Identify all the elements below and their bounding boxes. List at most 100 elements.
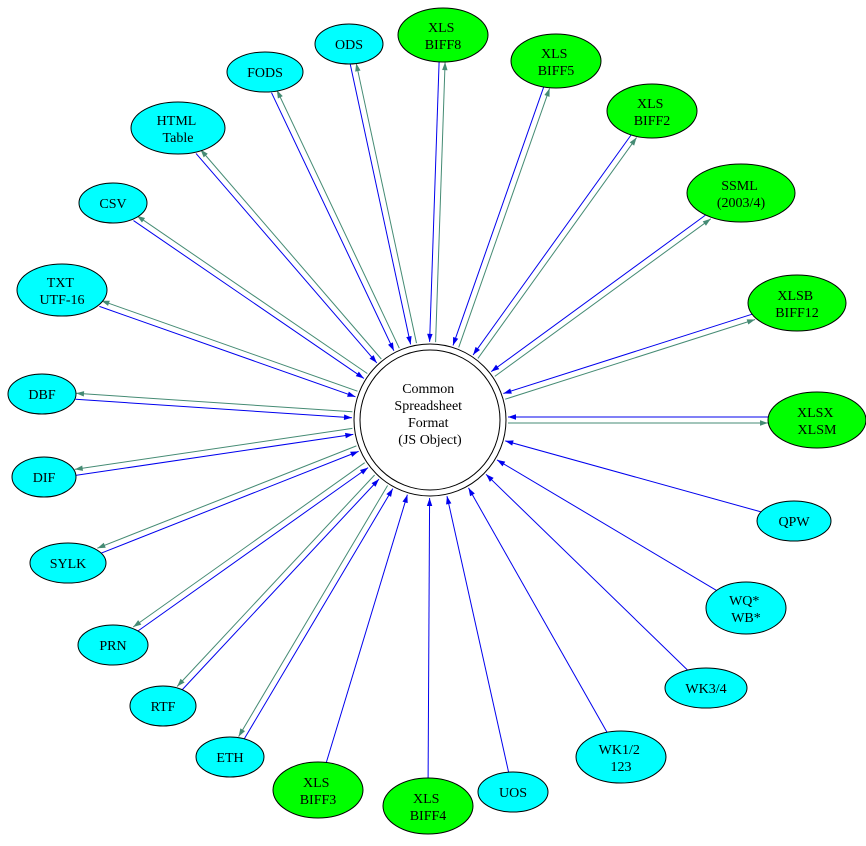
node-uos: UOS (477, 771, 549, 813)
edge-read-eth (243, 488, 394, 740)
edge-write-ssml (494, 218, 712, 377)
node-wq-wb: WQ* WB* (705, 581, 787, 635)
node-shape (747, 274, 847, 332)
node-prn: PRN (77, 624, 149, 666)
node-label: WQ* WB* (729, 594, 763, 626)
node-shape (195, 736, 265, 778)
node-txt-utf16: TXT UTF-16 (16, 263, 108, 317)
node-ssml: SSML (2003/4) (686, 163, 796, 223)
edge-read-ods (349, 64, 412, 345)
edge-write-rtf (176, 474, 375, 687)
node-label: UOS (499, 786, 527, 801)
node-wk34: WK3/4 (664, 667, 748, 709)
node-ods: ODS (314, 23, 384, 65)
node-label: FODS (247, 66, 283, 81)
edge-read-csv (133, 220, 365, 379)
edge-write-dbf (75, 391, 353, 413)
edge-write-txt-utf16 (101, 300, 358, 392)
edge-read-wk34 (485, 473, 688, 671)
node-label: XLSB BIFF12 (775, 289, 819, 321)
edge-write-dif (74, 427, 353, 471)
edge-write-xls-biff8 (435, 62, 448, 343)
node-label: RTF (151, 700, 176, 715)
node-label: XLS BIFF8 (425, 21, 462, 53)
node-label: XLS BIFF3 (300, 776, 337, 808)
node-shape (705, 581, 787, 635)
node-label: ODS (335, 38, 363, 53)
center-node-csf: Common Spreadsheet Format (JS Object) (353, 343, 507, 497)
node-dbf: DBF (7, 373, 77, 415)
edge-read-rtf (181, 478, 380, 691)
node-shape (606, 83, 698, 139)
edge-read-wq-wb (496, 459, 717, 591)
node-label: SYLK (50, 557, 87, 572)
node-xls-biff8: XLS BIFF8 (397, 7, 489, 63)
edge-read-qpw (505, 440, 762, 513)
edge-write-ods (355, 63, 417, 344)
edges-layer (74, 61, 768, 779)
edge-write-xls-biff2 (477, 137, 638, 359)
node-shape (7, 373, 77, 415)
node-shape (686, 163, 796, 223)
center-inner-circle (359, 349, 501, 491)
node-label: XLS BIFF5 (538, 47, 575, 79)
node-xls-biff2: XLS BIFF2 (606, 83, 698, 139)
node-shape (756, 500, 832, 542)
node-shape (382, 777, 474, 835)
edge-read-dif (75, 432, 354, 476)
edge-read-xls-biff3 (325, 494, 408, 763)
node-label: WK1/2 123 (599, 743, 644, 775)
edge-read-prn (136, 467, 369, 633)
node-label: WK3/4 (685, 682, 726, 697)
node-shape (272, 761, 364, 819)
edge-read-fods (271, 92, 395, 352)
format-nodes-layer: ODS XLS BIFF8 XLS BIFF5 XLS BIFF2 (7, 7, 866, 835)
node-shape (129, 685, 197, 727)
edge-read-ssml (490, 213, 708, 373)
node-shape (11, 456, 77, 498)
node-xls-biff5: XLS BIFF5 (510, 33, 602, 89)
edge-write-xls-biff5 (458, 88, 551, 348)
node-label: XLS BIFF2 (634, 97, 671, 129)
node-shape (226, 51, 304, 93)
node-label: CSV (99, 197, 126, 212)
node-label: ETH (216, 751, 243, 766)
edge-read-uos (446, 495, 510, 773)
edge-write-fods (276, 89, 400, 349)
node-shape (77, 624, 149, 666)
node-shape (664, 667, 748, 709)
edge-write-eth (238, 485, 389, 737)
edge-read-xlsb (503, 313, 754, 394)
node-rtf: RTF (129, 685, 197, 727)
edge-read-sylk (99, 450, 359, 555)
node-xlsb: XLSB BIFF12 (747, 274, 847, 332)
node-label: TXT UTF-16 (39, 276, 84, 308)
node-shape (29, 542, 107, 584)
node-xls-biff3: XLS BIFF3 (272, 761, 364, 819)
edge-read-txt-utf16 (99, 305, 356, 398)
node-html-table: HTML Table (130, 101, 226, 155)
node-label: SSML (2003/4) (717, 179, 766, 211)
center-label: Common Spreadsheet Format (JS Object) (394, 382, 465, 448)
node-label: PRN (99, 639, 126, 654)
node-label: DBF (28, 388, 55, 403)
node-fods: FODS (226, 51, 304, 93)
node-shape (16, 263, 108, 317)
edge-read-xls-biff4 (426, 497, 433, 779)
edge-write-xlsb (505, 319, 756, 400)
node-label: HTML Table (157, 114, 200, 146)
node-csv: CSV (78, 182, 148, 224)
node-shape (130, 101, 226, 155)
node-eth: ETH (195, 736, 265, 778)
node-label: QPW (778, 515, 810, 530)
edge-read-wk12-123 (468, 487, 608, 733)
node-shape (397, 7, 489, 63)
edge-read-xls-biff5 (452, 86, 545, 346)
node-dif: DIF (11, 456, 77, 498)
edge-read-xls-biff2 (472, 133, 633, 356)
edge-write-html-table (200, 149, 382, 360)
node-label: DIF (33, 471, 56, 486)
edge-read-xls-biff8 (427, 61, 440, 342)
edge-write-csv (136, 215, 368, 374)
